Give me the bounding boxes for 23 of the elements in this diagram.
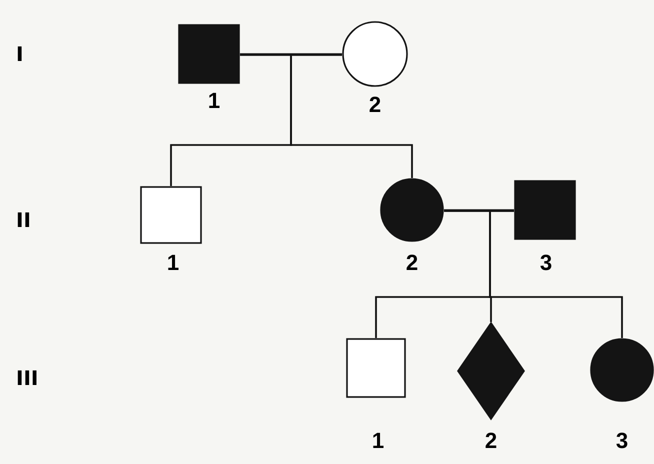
generation-label: II [16, 210, 31, 230]
individual-number: 2 [406, 252, 418, 274]
individual-number: 3 [616, 430, 628, 452]
generation-label: I [16, 44, 24, 64]
unaffected-square-symbol [140, 186, 202, 244]
descent-line [290, 54, 413, 178]
descent-line [489, 210, 623, 338]
affected-square-symbol [514, 180, 576, 240]
individual-number: 1 [166, 252, 180, 274]
affected-square-symbol [178, 24, 240, 84]
mating-line [240, 53, 342, 55]
individual-number: 3 [540, 252, 552, 274]
unaffected-square-symbol [346, 338, 406, 398]
individual-number: 2 [484, 430, 498, 452]
individual-number: 2 [368, 94, 382, 116]
affected-circle-symbol [590, 338, 654, 402]
generation-label: III [16, 368, 38, 388]
affected-circle-symbol [380, 178, 444, 242]
unaffected-circle-symbol [342, 21, 408, 87]
individual-number: 1 [208, 90, 220, 112]
mating-line [444, 209, 514, 211]
individual-number: 1 [372, 430, 384, 452]
affected-diamond-symbol [457, 322, 525, 420]
